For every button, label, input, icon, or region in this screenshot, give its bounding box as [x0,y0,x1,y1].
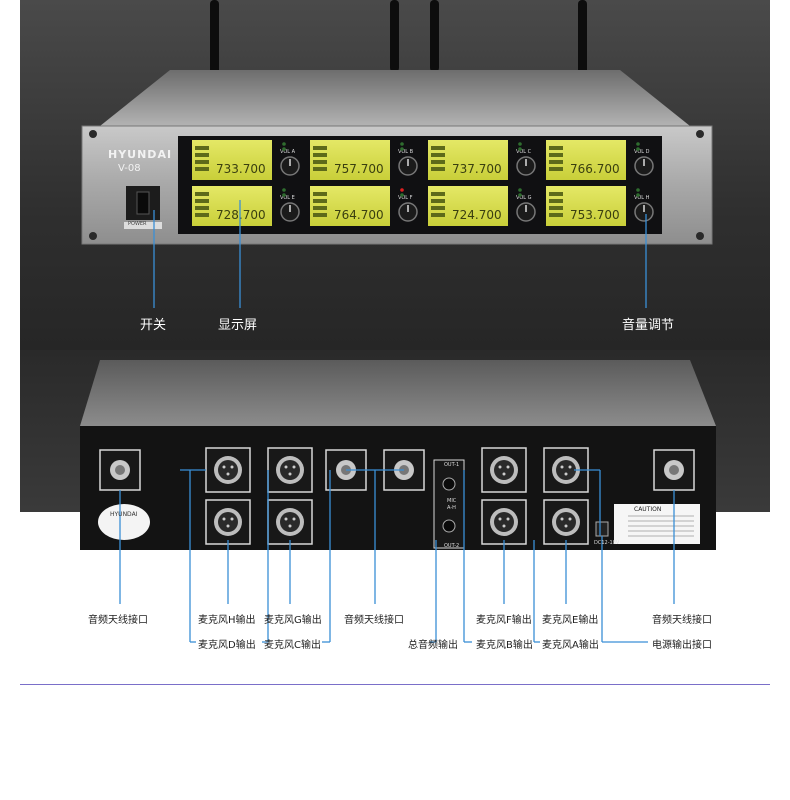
callout-volume: 音量调节 [622,318,675,333]
callout-switch: 开关 [140,318,167,333]
dc-power-jack[interactable] [595,521,609,537]
caution-label [614,504,700,544]
volume-label: VOL C [516,149,532,155]
volume-label: VOL D [634,149,650,155]
label-ant-right: 音频天线接口 [652,615,712,626]
caution-title: CAUTION [634,506,662,513]
label-ant-mid: 音频天线接口 [344,615,404,626]
label-mic-e: 麦克风E输出 [542,615,599,626]
label-power-out: 电源输出接口 [652,640,712,651]
master-output-jacks[interactable] [433,459,465,549]
lcd-frequency: 728.700 [216,208,266,222]
label-mic-d: 麦克风D输出 [198,640,256,651]
jack-out2: OUT-2 [444,543,460,549]
label-mic-b: 麦克风B输出 [476,640,533,651]
xlr-output[interactable] [205,499,251,545]
power-label: POWER [128,221,147,227]
volume-label: VOL H [634,195,650,201]
label-mic-g: 麦克风G输出 [264,615,322,626]
volume-label: VOL A [280,149,296,155]
volume-label: VOL F [398,195,413,201]
divider-line [20,684,770,685]
lcd-frequency: 733.700 [216,162,266,176]
antennas [210,0,587,80]
callout-lines [119,200,675,643]
volume-label: VOL B [398,149,414,155]
label-mic-f: 麦克风F输出 [476,615,532,626]
lcd-frequency: 737.700 [452,162,502,176]
label-master: 总音频输出 [408,640,458,651]
lcd-frequency: 764.700 [334,208,384,222]
brand-logo: HYUNDAI [108,148,173,161]
dc-label: DC12-18V [594,540,620,546]
lcd-frequency: 757.700 [334,162,384,176]
callout-display: 显示屏 [218,318,258,333]
lcd-frequency: 753.700 [570,208,620,222]
back-top-surface [80,360,716,426]
label-mic-a: 麦克风A输出 [542,640,599,651]
label-ant-left: 音频天线接口 [88,615,148,626]
jack-ah: A-H [447,505,456,511]
jack-out1: OUT-1 [444,462,460,468]
front-top-surface [100,70,690,126]
label-mic-h: 麦克风H输出 [198,615,256,626]
volume-label: VOL G [516,195,532,201]
volume-label: VOL E [280,195,295,201]
jack-mic: MIC [447,498,457,504]
brand-sticker [98,504,150,540]
label-mic-c: 麦克风C输出 [264,640,321,651]
back-sticker-brand: HYUNDAI [110,511,138,518]
lcd-frequency: 724.700 [452,208,502,222]
model-number: V-08 [118,163,141,174]
lcd-frequency: 766.700 [570,162,620,176]
lcd-group: 733.700 VOL A 757.700 VOL B 737.700 VOL C 766.… [192,140,654,226]
